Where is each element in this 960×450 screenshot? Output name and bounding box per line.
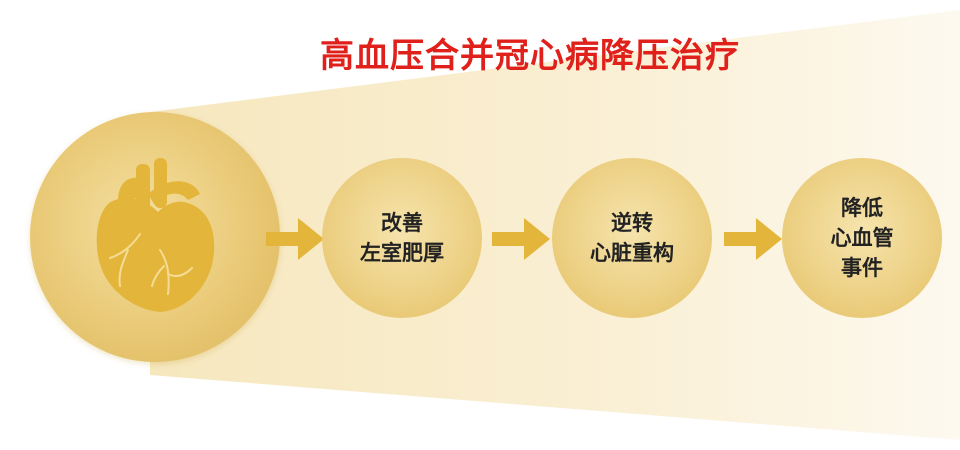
diagram-title: 高血压合并冠心病降压治疗 — [320, 36, 740, 76]
heart-anatomy-icon — [96, 158, 215, 312]
step-circle-3: 降低 心血管 事件 — [782, 158, 942, 318]
step-circle-1: 改善 左室肥厚 — [322, 158, 482, 318]
right-arrow-icon — [266, 218, 324, 260]
right-arrow-icon — [724, 218, 782, 260]
heart-circle — [30, 112, 280, 362]
step-circle-2: 逆转 心脏重构 — [552, 158, 712, 318]
right-arrow-icon — [492, 218, 550, 260]
